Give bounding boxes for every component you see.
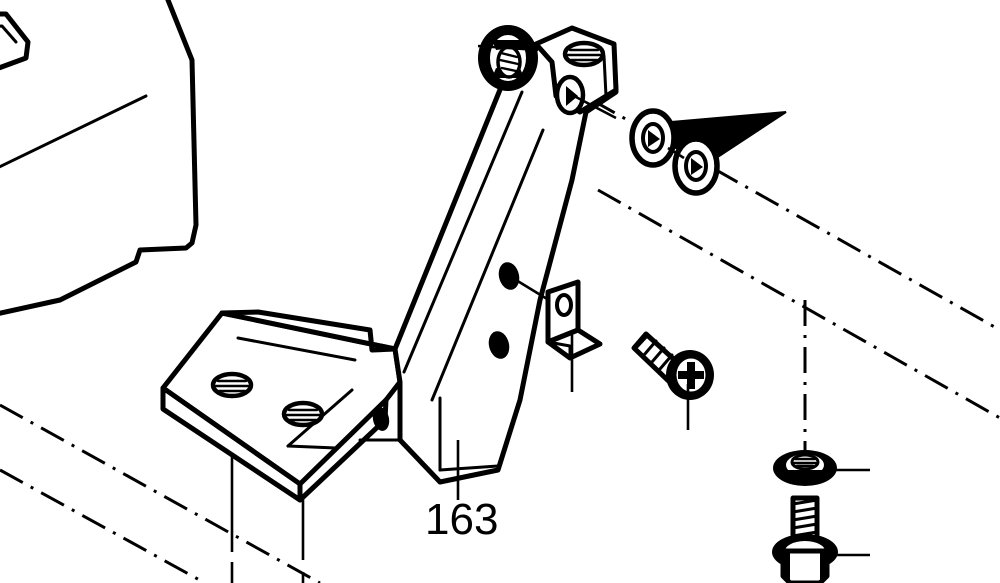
cover-panel-emboss-inner — [0, 24, 18, 44]
washer-connector-line — [667, 146, 685, 160]
washer-pair — [629, 108, 787, 196]
bracket-base-fold-2 — [286, 444, 338, 450]
flange-side-hole-shadow — [566, 86, 578, 106]
flange-threaded-hole-threads — [566, 48, 602, 62]
angle-clip-flange — [545, 327, 603, 361]
bracket-arm-fold-left — [402, 90, 524, 374]
bracket-top-flange-edge — [602, 54, 608, 98]
bracket-side-hole — [372, 407, 390, 431]
bracket-base-rib-inner — [236, 336, 357, 362]
hex-bolt-lower — [772, 495, 870, 583]
leader-flange-side-hole — [573, 94, 617, 120]
washer-lower-bore-shade — [691, 158, 703, 175]
pan-head-screw — [631, 331, 714, 430]
axis-line-lower-left-b — [0, 468, 206, 583]
flange-nut-lower — [773, 450, 870, 486]
angle-clip-hole — [555, 293, 573, 317]
flange-nut-lower-threads — [792, 457, 818, 468]
assembly-axis-lines — [0, 98, 1000, 583]
callout-163-label: 163 — [425, 495, 498, 544]
bracket-web-hole-lower — [488, 331, 510, 359]
cover-panel-fold-line — [0, 94, 148, 169]
base-plate-hole-1-threads — [214, 379, 250, 393]
washer-upper-bore-shade — [648, 130, 660, 147]
angle-clip — [545, 279, 603, 392]
hex-flange-nut-top-threads — [498, 51, 520, 73]
bracket-arm-fold-lower — [438, 464, 500, 472]
hex-flange-nut-top — [477, 25, 539, 91]
axis-line-upper-right — [591, 98, 1000, 332]
hex-bolt-lower-head-facet-left — [783, 551, 790, 583]
main-bracket — [160, 25, 619, 503]
cover-panel — [0, 0, 199, 316]
pan-head-screw-phillips-recess — [678, 362, 704, 389]
bracket-base-rib-face — [368, 328, 374, 352]
angle-clip-flange-edge — [546, 340, 572, 360]
hex-bolt-lower-head-facet-right — [820, 551, 827, 583]
axis-line-lower-right — [597, 188, 1000, 420]
bracket-arm-fold-mid — [430, 128, 545, 402]
leader-hex-flange-nut-top — [477, 44, 539, 52]
bracket-web-hole-upper — [498, 262, 520, 290]
cover-panel-body — [0, 0, 199, 316]
flange-nut-lower-hex-facets — [786, 470, 824, 479]
axis-line-lower-left-a — [0, 403, 321, 583]
base-plate-hole-2-threads — [285, 408, 321, 422]
